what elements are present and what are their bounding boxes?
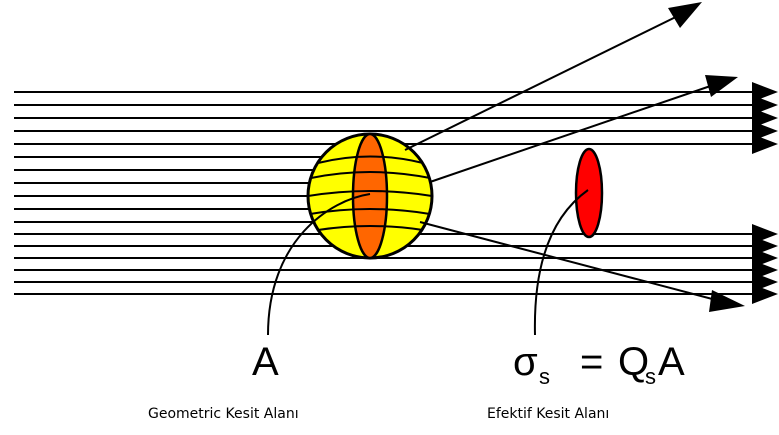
sphere-latitude-line [317,225,424,231]
sigma-symbol: σ [513,340,538,384]
sphere-latitude-line [307,190,433,197]
q-symbol: Q [618,340,649,384]
geometric-area-symbol: A [252,340,279,384]
scattered-ray [404,9,691,151]
scattered-ray [429,78,729,183]
sigma-subscript: s [539,364,550,389]
scattering-sphere [306,132,434,260]
geometric-caption: Geometric Kesit Alanı [148,406,299,422]
arrowhead-icon [752,284,778,304]
arrowhead-icon [709,290,745,312]
leader-line-geometric [267,193,371,336]
arrowhead-icon [752,134,778,154]
scattered-rays [404,9,736,308]
arrowhead-icon [752,108,778,128]
effective-caption: Efektif Kesit Alanı [487,406,609,422]
arrowhead-icon [705,75,738,97]
equals-sign: = [580,340,603,384]
sphere-latitude-line [310,171,431,179]
q-subscript: s [645,364,656,389]
ray-arrowheads [752,82,778,304]
arrowhead-icon [752,121,778,141]
scattered-ray [419,221,736,308]
arrowhead-icon [752,82,778,102]
sphere-latitude-line [309,208,431,215]
effective-cross-section [574,147,604,239]
arrowhead-icon [668,2,702,28]
leader-line-effective [533,189,589,336]
effective-a-symbol: A [658,340,685,384]
sphere-latitude-line [317,155,424,164]
arrowhead-icon [752,95,778,115]
